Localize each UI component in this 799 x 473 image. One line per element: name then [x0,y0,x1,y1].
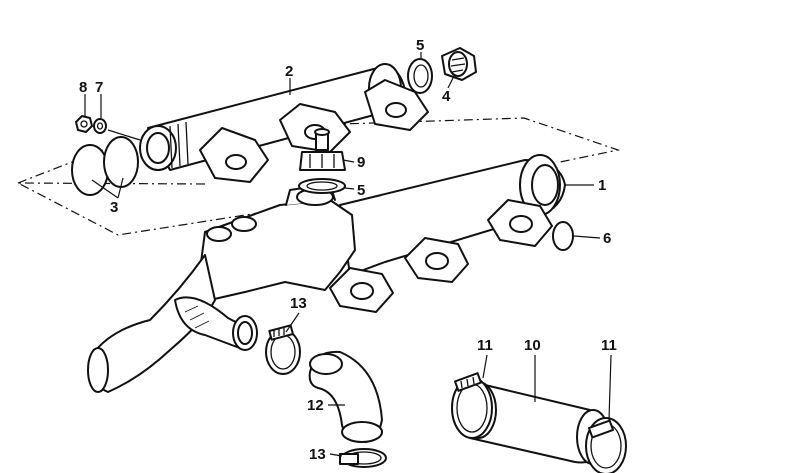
callout-4: 4 [442,88,451,105]
part-8-nut [75,115,93,133]
part-11-hose-clamp-left [451,372,493,439]
part-1-main-manifold [87,154,566,393]
part-6-o-ring [552,221,574,251]
part-5-seal-ring-top [407,58,433,94]
callout-10: 10 [524,337,541,354]
callout-2: 2 [285,63,293,80]
callout-labels: 2 1 3 4 5 5 6 7 8 9 10 11 11 12 13 13 [79,37,617,463]
callout-5-top: 5 [416,37,424,54]
callout-13-upper: 13 [290,295,307,312]
part-5-seal-ring-mid [298,178,346,194]
callout-11-left: 11 [477,337,493,354]
part-13-hose-clamp-lower [339,448,387,468]
part-7-washer [93,118,107,134]
callout-8: 8 [79,79,87,96]
part-2-upper-pipe [139,63,429,183]
part-13-hose-clamp-upper [265,324,301,375]
part-9-sender-unit [299,128,346,171]
callout-1: 1 [598,177,606,194]
part-11-hose-clamp-right [585,417,627,473]
leader-lines [84,52,612,457]
callout-9: 9 [357,154,365,171]
callout-12: 12 [307,397,324,414]
part-12-bent-hose [308,350,383,443]
callout-5-mid: 5 [357,182,365,199]
callout-13-lower: 13 [309,446,326,463]
part-4-plug-screw [441,47,477,81]
callout-3: 3 [110,199,118,216]
callout-6: 6 [603,230,611,247]
callout-11-right: 11 [601,337,617,354]
callout-7: 7 [95,79,103,96]
part-3-o-rings [71,136,139,196]
